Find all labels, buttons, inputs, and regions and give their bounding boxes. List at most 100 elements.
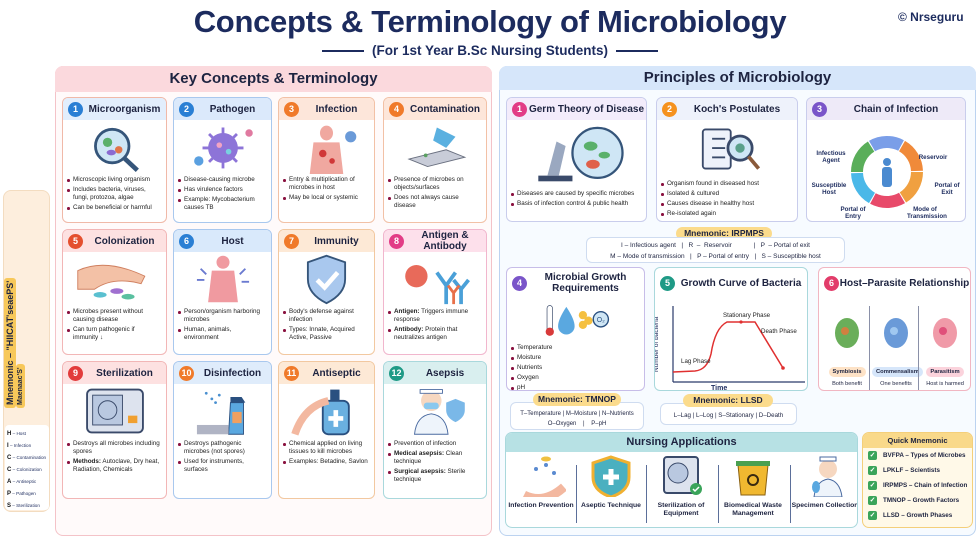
- card-title: Pathogen: [209, 103, 256, 115]
- bullet-term: Antigen:: [394, 308, 420, 315]
- phase-label: Death Phase: [761, 328, 797, 335]
- mnemonic-letter: C: [7, 455, 12, 461]
- bullet-text: Destroys all microbes including spores: [73, 440, 160, 455]
- irpmps-label: Mnemonic: IRPMPS: [676, 227, 772, 240]
- mnemonic-word: – Antiseptic: [12, 479, 37, 484]
- nursing-application-item[interactable]: Specimen Collection: [790, 453, 858, 527]
- bullet-item: Organism found in diseased host: [661, 180, 791, 188]
- bullet-text: Presence of microbes on objects/surfaces: [394, 176, 464, 191]
- card-number: 9: [68, 365, 83, 381]
- bullet-text: Protein that neutralizes antigen: [394, 326, 458, 341]
- bullet-term: Methods:: [73, 458, 101, 465]
- tmnop-box: T–Temperature | M–Moisture | N–Nutrients…: [510, 402, 644, 430]
- stationary-point: [739, 320, 743, 324]
- relationship-illustration: [825, 308, 869, 358]
- page-subtitle: (For 1st Year B.Sc Nursing Students): [0, 43, 980, 58]
- shield-check-icon: [306, 254, 347, 305]
- bullet-text: Prevention of infection: [394, 440, 457, 447]
- quick-mnemonic-item: ✓BVFPA – Types of Microbes: [863, 448, 972, 463]
- bullet-text: Clean technique: [394, 450, 463, 465]
- bullet-item: Nutrients: [511, 364, 638, 372]
- bullet-text: Organism found in diseased host: [667, 180, 760, 187]
- bullet-text: Autoclave, Dry heat, Radiation, Chemical…: [73, 458, 160, 473]
- bullet-text: Includes bacteria, viruses, fungi, proto…: [73, 186, 146, 201]
- card-number: 5: [660, 275, 675, 291]
- bullet-text: Can be beneficial or harmful: [73, 204, 152, 211]
- bullet-item: Entry & multiplication of microbes in ho…: [283, 176, 368, 192]
- bullet-text: Does not always cause disease: [394, 194, 459, 209]
- nursing-application-label: Aseptic Technique: [581, 502, 641, 509]
- bullet-list: Presence of microbes on objects/surfaces…: [384, 174, 486, 210]
- bullet-item: Can be beneficial or harmful: [67, 204, 160, 212]
- contaminated-surface-icon: [407, 127, 467, 168]
- nursing-application-item[interactable]: Aseptic Technique: [576, 453, 646, 527]
- tmnop-label: Mnemonic: TMNOP: [533, 393, 621, 406]
- card-number: 1: [512, 101, 527, 117]
- bullet-item: Disease-causing microbe: [178, 176, 265, 184]
- nursing-application-item[interactable]: Biomedical Waste Management: [718, 453, 788, 527]
- bullet-text: Disease-causing microbe: [184, 176, 255, 183]
- card-illustration: [63, 120, 166, 174]
- nursing-application-label: Specimen Collection: [791, 502, 858, 509]
- quick-mnemonic-title: Quick Mnemonic: [863, 433, 972, 448]
- human-host-icon: [196, 255, 249, 303]
- relationship-desc: Both benefit: [832, 381, 862, 387]
- chain-segment: [869, 136, 904, 152]
- bullet-item: Oxygen: [511, 374, 638, 382]
- card-illustration: [384, 120, 486, 174]
- bullet-item: May be local or systemic: [283, 194, 368, 202]
- card-number: 3: [812, 101, 827, 117]
- bullet-item: Can turn pathogenic if immunity ↓: [67, 326, 160, 342]
- nursing-application-item[interactable]: Sterilization of Equipment: [646, 453, 716, 527]
- bullet-item: Examples: Betadine, Savlon: [283, 458, 368, 466]
- bullet-text: Examples: Betadine, Savlon: [289, 458, 368, 465]
- card-number: 8: [389, 233, 404, 249]
- bullet-item: Person/organism harboring microbes: [178, 308, 265, 324]
- bullet-text: Destroys pathogenic microbes (not spores…: [184, 440, 245, 455]
- nursing-application-item[interactable]: Infection Prevention: [506, 453, 576, 527]
- growth-curve-line: [672, 321, 784, 373]
- card-title: Antiseptic: [312, 367, 361, 379]
- bullet-text: Microbes present without causing disease: [73, 308, 143, 323]
- person-icon: [883, 158, 891, 166]
- llsd-line-1: L–Lag | L–Log | S–Stationary | D–Death: [673, 412, 784, 419]
- bullet-text: Moisture: [517, 354, 542, 361]
- relationship-illustration: [874, 308, 918, 358]
- bullet-text: Person/organism harboring microbes: [184, 308, 260, 323]
- bullet-item: Has virulence factors: [178, 186, 265, 194]
- mnemonic-word: – Infection: [9, 443, 32, 448]
- checkbox-checked-icon: ✓: [868, 496, 877, 505]
- checkbox-checked-icon: ✓: [868, 481, 877, 490]
- clipboard-magnifier-icon: [701, 128, 761, 170]
- card-title: Growth Curve of Bacteria: [680, 277, 802, 289]
- bullet-item: Basis of infection control & public heal…: [511, 200, 640, 208]
- nursing-application-label: Biomedical Waste Management: [724, 502, 782, 517]
